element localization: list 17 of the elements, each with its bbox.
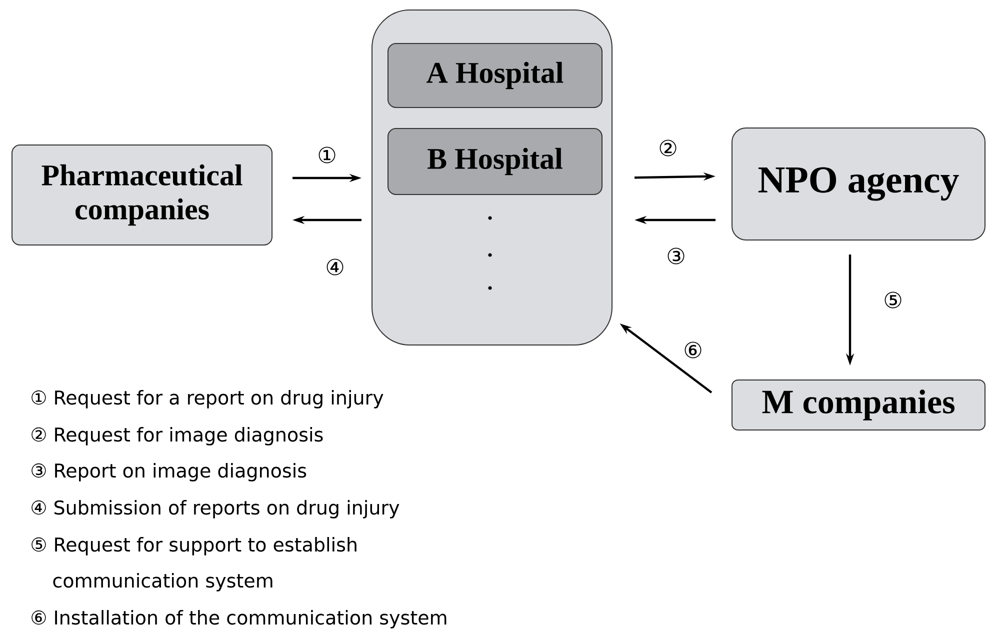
edge-label: ④ [324, 258, 346, 276]
edge-label: ① [316, 146, 338, 164]
edge-label: ③ [665, 246, 687, 266]
edge-label: ② [657, 138, 679, 158]
legend-item: ⑥ Installation of the communication system [32, 610, 446, 628]
hospital-box: B Hospital [388, 128, 602, 195]
legend-item: ③ Report on image diagnosis [32, 463, 306, 482]
legend-item: ① Request for a report on drug injury [32, 390, 384, 408]
edge-label: ⑤ [882, 290, 904, 310]
entity-box: Pharmaceutical companies [12, 144, 272, 246]
legend-item: ④ Submission of reports on drug injury [32, 500, 400, 518]
entity-box: M companies [732, 380, 986, 430]
legend-item: ② Request for image diagnosis [32, 427, 323, 446]
legend-item: ⑤ Request for support to establish communication system [32, 537, 356, 592]
entity-box: NPO agency [732, 128, 986, 240]
hospital-box: A Hospital [388, 43, 602, 108]
edge-label: ⑥ [682, 340, 704, 360]
